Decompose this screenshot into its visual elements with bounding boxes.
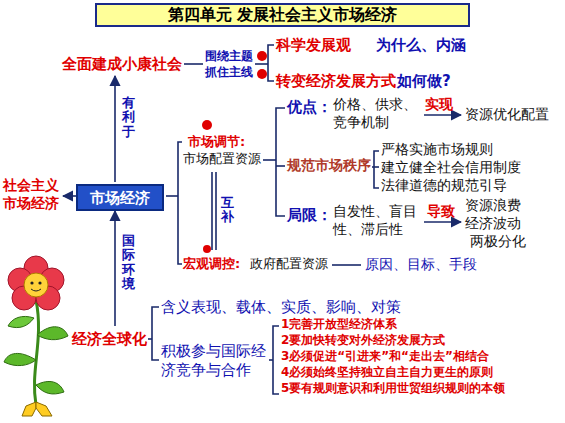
heading-text: 局限： [287, 206, 332, 225]
list-item: 1完善开放型经济体系 [281, 317, 397, 332]
body-text: 严格实施市场规则 [381, 141, 493, 159]
body-text: 资源优化配置 [465, 106, 549, 124]
note-text: 含义表现、载体、实质、影响、对策 [161, 298, 401, 317]
leader-line [262, 63, 268, 65]
body-text: 法律道德的规范引导 [381, 177, 507, 195]
theme-text: 抓住主线 [205, 65, 253, 80]
body-text: 政府配置资源 [250, 256, 328, 272]
double-line [211, 172, 213, 250]
note-text: 积极参与国际经济竞争与合作 [161, 342, 269, 380]
flower-illustration [4, 256, 68, 416]
box-text: 市场经济 [90, 189, 150, 207]
leader-line [166, 195, 178, 197]
body-text: 建立健全社会信用制度 [381, 159, 521, 177]
red-dot [203, 245, 211, 253]
body-text: 资源浪费 [465, 197, 521, 215]
relation-text: 有利于 [122, 96, 135, 139]
leader-line [148, 338, 152, 340]
bracket [374, 151, 379, 188]
list-item: 5要有规则意识和利用世贸组织规则的本领 [281, 381, 505, 396]
body-text: 两极分化 [470, 233, 526, 251]
heading-text: 市场调节: [188, 134, 245, 150]
relation-text: 导致 [427, 203, 455, 221]
goal-text: 全面建成小康社会 [62, 55, 182, 74]
leader-line [255, 63, 262, 65]
relation-text: 实现 [425, 96, 453, 114]
concept-text: 转变经济发展方式 [276, 72, 396, 91]
bracket [152, 307, 159, 360]
bracket [268, 45, 274, 81]
note-text: 为什么、内涵 [376, 36, 466, 55]
relation-text: 互补 [221, 196, 234, 225]
heading-text: 经济全球化 [72, 330, 147, 349]
leader-line [263, 159, 276, 161]
leader-line [269, 359, 273, 361]
title-text: 第四单元 发展社会主义市场经济 [97, 5, 468, 25]
leader-line [276, 165, 285, 167]
title-band: 第四单元 发展社会主义市场经济 [95, 3, 470, 27]
leader-line [184, 63, 203, 65]
leader-line [332, 264, 361, 266]
note-text: 如何做? [397, 72, 451, 91]
bracket [273, 326, 279, 394]
concept-text: 科学发展观 [276, 36, 351, 55]
body-text: 市场配置资源 [183, 151, 261, 167]
red-dot [257, 69, 267, 79]
heading-text: 规范市场秩序 [287, 157, 371, 175]
theme-text: 围绕主题 [205, 49, 253, 64]
red-dot [257, 51, 267, 61]
arrow [114, 211, 116, 326]
arrow [114, 76, 116, 182]
leader-line [372, 166, 379, 168]
arrow [424, 114, 461, 116]
heading-text: 优点： [287, 98, 332, 117]
list-item: 4必须始终坚持独立自主自力更生的原则 [281, 365, 493, 380]
list-item: 3必须促进“引进来”和“走出去”相结合 [281, 349, 489, 364]
relation-text: 国际环境 [122, 234, 135, 291]
list-item: 2要加快转变对外经济发展方式 [281, 333, 445, 348]
heading-text: 社会主义市场经济 [3, 177, 62, 212]
bracket [178, 142, 182, 264]
body-text: 自发性、盲目性、滞后性 [333, 203, 421, 238]
body-text: 经济波动 [465, 215, 521, 233]
arrow [424, 221, 461, 223]
arrow [63, 195, 76, 197]
heading-text: 宏观调控: [183, 256, 240, 272]
red-dot [202, 120, 212, 130]
body-text: 价格、供求、竞争机制 [333, 96, 421, 131]
bracket [276, 108, 285, 216]
process-box: 市场经济 [76, 184, 164, 211]
double-line [215, 172, 217, 250]
note-text: 原因、目标、手段 [365, 256, 477, 274]
